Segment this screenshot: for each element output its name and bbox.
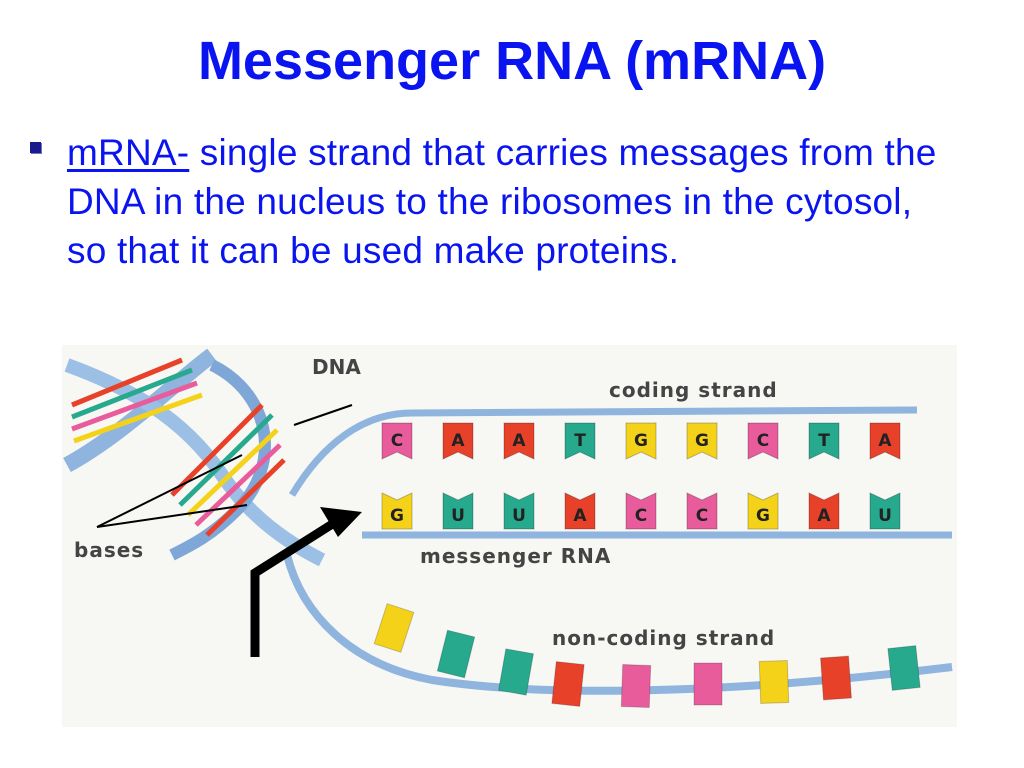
coding-base: G bbox=[686, 422, 718, 460]
coding-strand-line bbox=[288, 406, 918, 497]
non-coding-base bbox=[436, 629, 476, 679]
definition-text: single strand that carries messages from… bbox=[67, 132, 937, 271]
mrna-base-letter: U bbox=[878, 506, 892, 526]
mrna-base: A bbox=[808, 492, 840, 530]
mrna-base-letter: C bbox=[696, 506, 708, 526]
coding-strand-label: coding strand bbox=[609, 378, 778, 402]
slide-title: Messenger RNA (mRNA) bbox=[197, 31, 827, 91]
non-coding-base bbox=[693, 662, 723, 706]
mrna-base: C bbox=[686, 492, 718, 530]
non-coding-strand-bases bbox=[373, 603, 921, 708]
coding-base-letter: G bbox=[695, 431, 709, 451]
non-coding-base bbox=[373, 603, 415, 653]
non-coding-base bbox=[497, 648, 535, 696]
non-coding-strand-line bbox=[283, 554, 953, 695]
mrna-base: U bbox=[869, 492, 901, 530]
dna-label: DNA bbox=[312, 355, 361, 379]
bullet-text: mRNA- single strand that carries message… bbox=[67, 128, 960, 275]
bases-label: bases bbox=[74, 538, 144, 562]
non-coding-base bbox=[887, 645, 921, 691]
square-bullet-icon bbox=[30, 142, 41, 153]
coding-base: T bbox=[564, 422, 596, 460]
non-coding-base bbox=[820, 655, 852, 701]
arrow-head-icon bbox=[320, 507, 362, 537]
coding-base: T bbox=[808, 422, 840, 460]
coding-base-letter: T bbox=[574, 431, 586, 451]
coding-base-letter: A bbox=[878, 431, 892, 451]
bases-pointer-line-1 bbox=[96, 454, 243, 528]
coding-base-letter: C bbox=[757, 431, 769, 451]
transcription-arrow bbox=[250, 507, 362, 657]
coding-base: C bbox=[747, 422, 779, 460]
mrna-base-letter: C bbox=[635, 506, 647, 526]
mrna-base-letter: G bbox=[390, 506, 404, 526]
non-coding-base bbox=[551, 661, 585, 707]
coding-base-letter: T bbox=[818, 431, 830, 451]
non-coding-base bbox=[758, 660, 790, 704]
coding-base-letter: C bbox=[391, 431, 403, 451]
mrna-base: U bbox=[442, 492, 474, 530]
non-coding-strand-label: non-coding strand bbox=[552, 626, 775, 650]
helix-base-pairs bbox=[71, 357, 286, 537]
term-mrna: mRNA- bbox=[67, 132, 190, 173]
mrna-base: U bbox=[503, 492, 535, 530]
mrna-base: G bbox=[747, 492, 779, 530]
mrna-base: C bbox=[625, 492, 657, 530]
dna-pointer-line bbox=[293, 404, 353, 426]
coding-base: C bbox=[381, 422, 413, 460]
coding-base-letter: A bbox=[451, 431, 465, 451]
mrna-base-letter: A bbox=[817, 506, 831, 526]
coding-base: G bbox=[625, 422, 657, 460]
mrna-base: G bbox=[381, 492, 413, 530]
coding-base-letter: G bbox=[634, 431, 648, 451]
bases-pointer-line-2 bbox=[96, 504, 248, 528]
non-coding-base bbox=[620, 664, 652, 708]
transcription-diagram: C A A T G G C T A G U U A C C G A U DNA coding strand me… bbox=[62, 345, 957, 727]
messenger-rna-label: messenger RNA bbox=[420, 544, 611, 568]
mrna-base-letter: U bbox=[451, 506, 465, 526]
dna-helix bbox=[63, 348, 326, 567]
coding-base-letter: A bbox=[512, 431, 526, 451]
coding-base: A bbox=[442, 422, 474, 460]
coding-base: A bbox=[869, 422, 901, 460]
bullet-item: mRNA- single strand that carries message… bbox=[30, 128, 960, 275]
coding-base: A bbox=[503, 422, 535, 460]
mrna-base: A bbox=[564, 492, 596, 530]
mrna-base-letter: A bbox=[573, 506, 587, 526]
mrna-base-letter: U bbox=[512, 506, 526, 526]
mrna-base-letter: G bbox=[756, 506, 770, 526]
